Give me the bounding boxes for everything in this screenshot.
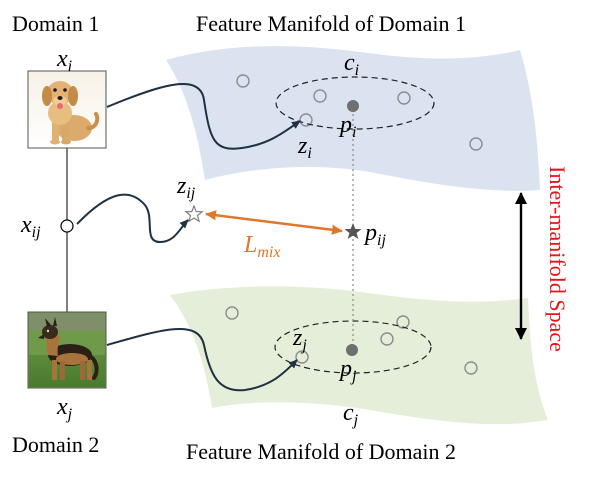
label-xij: xij	[20, 212, 41, 241]
feature-point	[396, 315, 410, 329]
mixed-sample-node	[60, 219, 74, 233]
feature-point	[236, 74, 250, 88]
mixed-prototype-star-icon	[344, 223, 362, 239]
arrow-xij-to-zij	[76, 193, 189, 244]
arrow-xj-to-zj	[106, 327, 298, 392]
label-pij: pij	[363, 220, 386, 249]
feature-point	[295, 350, 309, 364]
domain1-title: Domain 1	[12, 11, 99, 36]
feature-point	[225, 306, 239, 320]
label-zij: zij	[176, 173, 196, 202]
label-lmix: Lmix	[243, 232, 280, 261]
label-ci: ci	[344, 50, 359, 79]
inter-manifold-label: Inter-manifold Space	[545, 166, 570, 352]
lmix-arrow	[205, 210, 343, 235]
feature-point	[464, 361, 478, 375]
manifold2-points	[225, 306, 478, 375]
label-xj: xj	[56, 394, 73, 423]
golden-retriever-icon	[42, 81, 100, 145]
dog1-image	[27, 70, 107, 149]
domain2-title: Domain 2	[12, 432, 99, 457]
manifold1-points	[236, 74, 483, 151]
label-zj: zj	[292, 325, 307, 354]
manifold2-title: Feature Manifold of Domain 2	[186, 439, 456, 464]
label-pi: pi	[338, 112, 356, 141]
mixed-feature-star-icon	[184, 204, 204, 223]
manifold2-surface	[170, 286, 548, 425]
feature-point	[380, 332, 394, 346]
feature-point	[313, 89, 327, 103]
label-cj: cj	[343, 400, 359, 429]
feature-point	[397, 91, 411, 105]
cluster-ellipse-ci	[275, 76, 435, 130]
prototype-pi-point	[347, 100, 359, 112]
label-pj: pj	[338, 356, 357, 385]
label-xi: xi	[56, 46, 72, 75]
german-shepherd-icon	[38, 317, 99, 380]
feature-point	[299, 113, 313, 127]
label-zi: zi	[297, 133, 312, 162]
manifold1-surface	[166, 46, 540, 191]
prototype-pj-point	[346, 344, 358, 356]
manifold1-title: Feature Manifold of Domain 1	[196, 11, 466, 36]
arrow-xi-to-zi	[106, 83, 301, 150]
dog2-image	[27, 311, 107, 389]
feature-point	[469, 137, 483, 151]
